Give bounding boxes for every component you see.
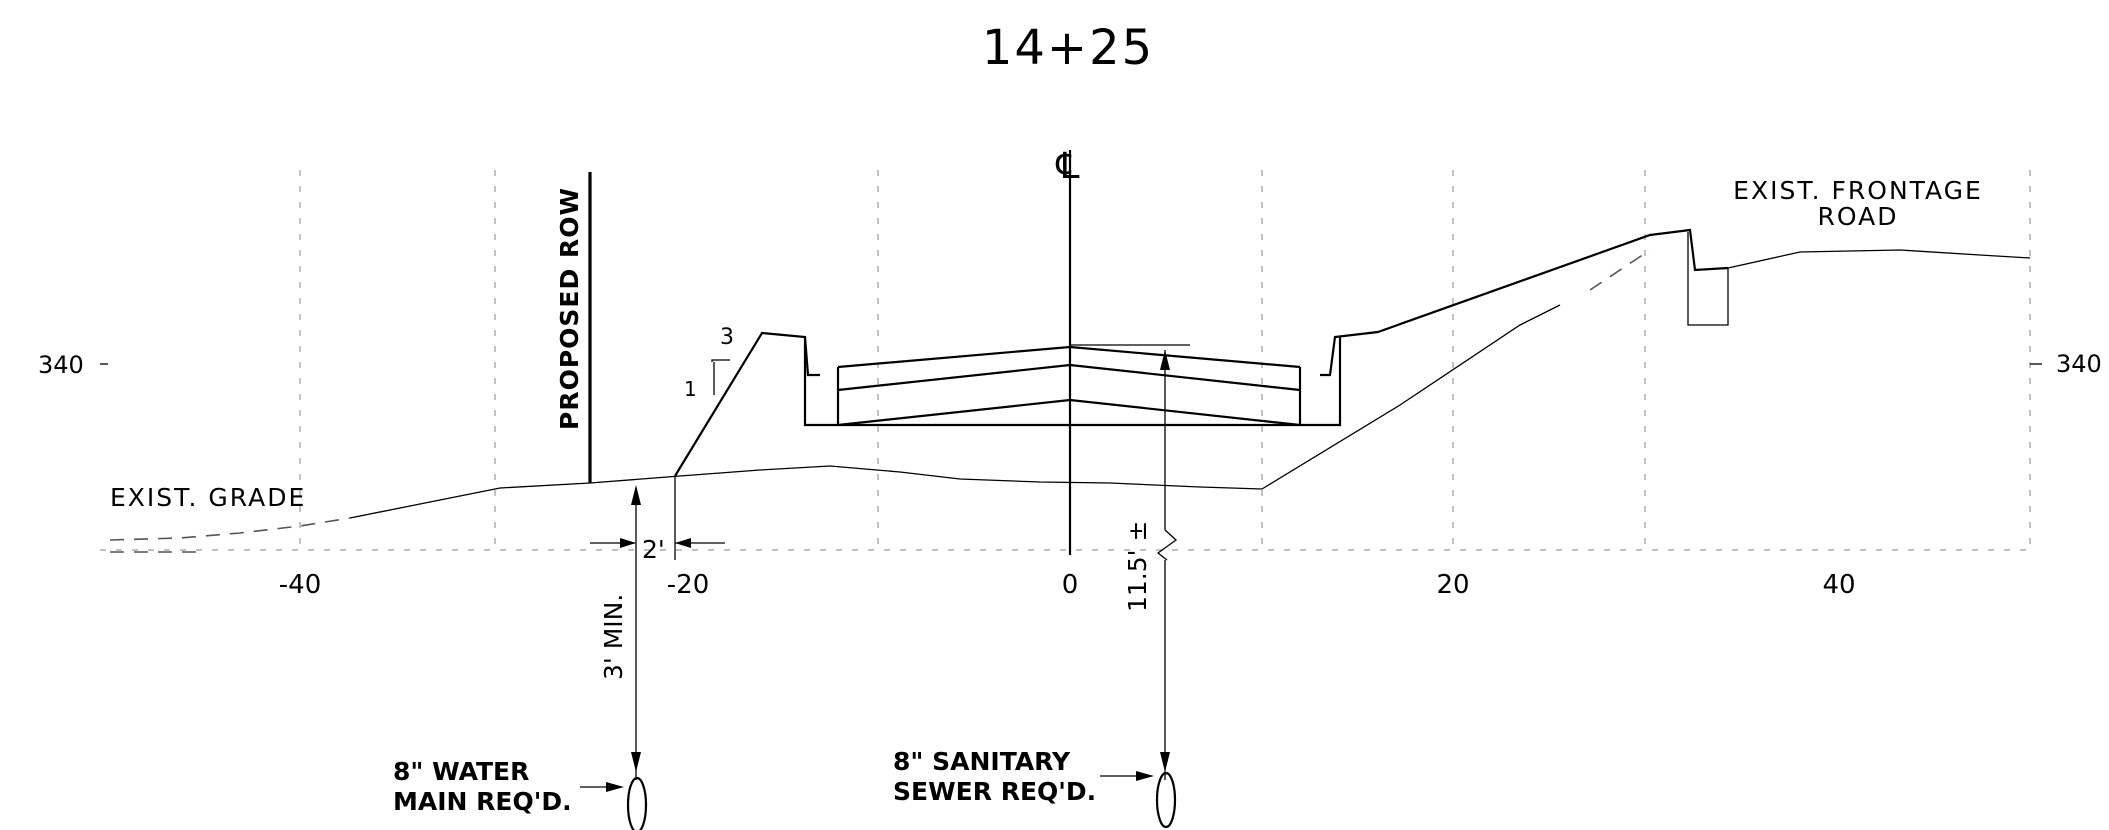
offset-tick-20: 20 — [1436, 570, 1469, 600]
centerline: ℄ — [1055, 146, 1080, 555]
existing-grade-line — [109, 465, 1263, 553]
sanitary-sewer-label-line1: 8" SANITARY — [893, 747, 1071, 776]
pavement-section — [803, 337, 1342, 427]
offset-tick-minus20: -20 — [667, 570, 709, 600]
sewer-depth-dimension — [1156, 350, 1178, 780]
water-main-label-line2: MAIN REQ'D. — [393, 787, 572, 816]
proposed-row-label: PROPOSED ROW — [555, 187, 584, 430]
sewer-depth-label: 11.5' ± — [1123, 521, 1152, 612]
slope-rise-label: 1 — [684, 377, 697, 401]
sanitary-sewer-pipe — [1155, 771, 1177, 829]
right-slope — [1261, 228, 2031, 490]
water-main-depth-dimension — [631, 485, 641, 780]
water-main-pipe — [626, 776, 648, 830]
offset-tick-40: 40 — [1822, 570, 1855, 600]
left-fill-slope — [674, 331, 820, 477]
offset-tick-minus40: -40 — [279, 570, 321, 600]
slope-run-label: 3 — [720, 325, 734, 350]
water-main-depth-label: 3' MIN. — [599, 594, 628, 680]
frontage-road-label-line2: ROAD — [1818, 202, 1899, 231]
water-main-leader — [580, 782, 624, 792]
elevation-label-right: 340 — [2056, 350, 2102, 378]
offset-dimension-label: 2' — [642, 535, 665, 564]
offset-tick-0: 0 — [1062, 570, 1079, 600]
elevation-label-left: 340 — [38, 351, 84, 379]
exist-grade-label: EXIST. GRADE — [110, 483, 306, 512]
sanitary-sewer-leader — [1100, 771, 1154, 781]
grid-lines — [100, 170, 2031, 551]
offset-dimension — [590, 476, 725, 560]
frontage-road-label-line1: EXIST. FRONTAGE — [1733, 176, 1983, 205]
water-main-label-line1: 8" WATER — [393, 757, 529, 786]
station-title: 14+25 — [982, 20, 1154, 76]
centerline-symbol: ℄ — [1055, 146, 1079, 187]
sanitary-sewer-label-line2: SEWER REQ'D. — [893, 777, 1096, 806]
